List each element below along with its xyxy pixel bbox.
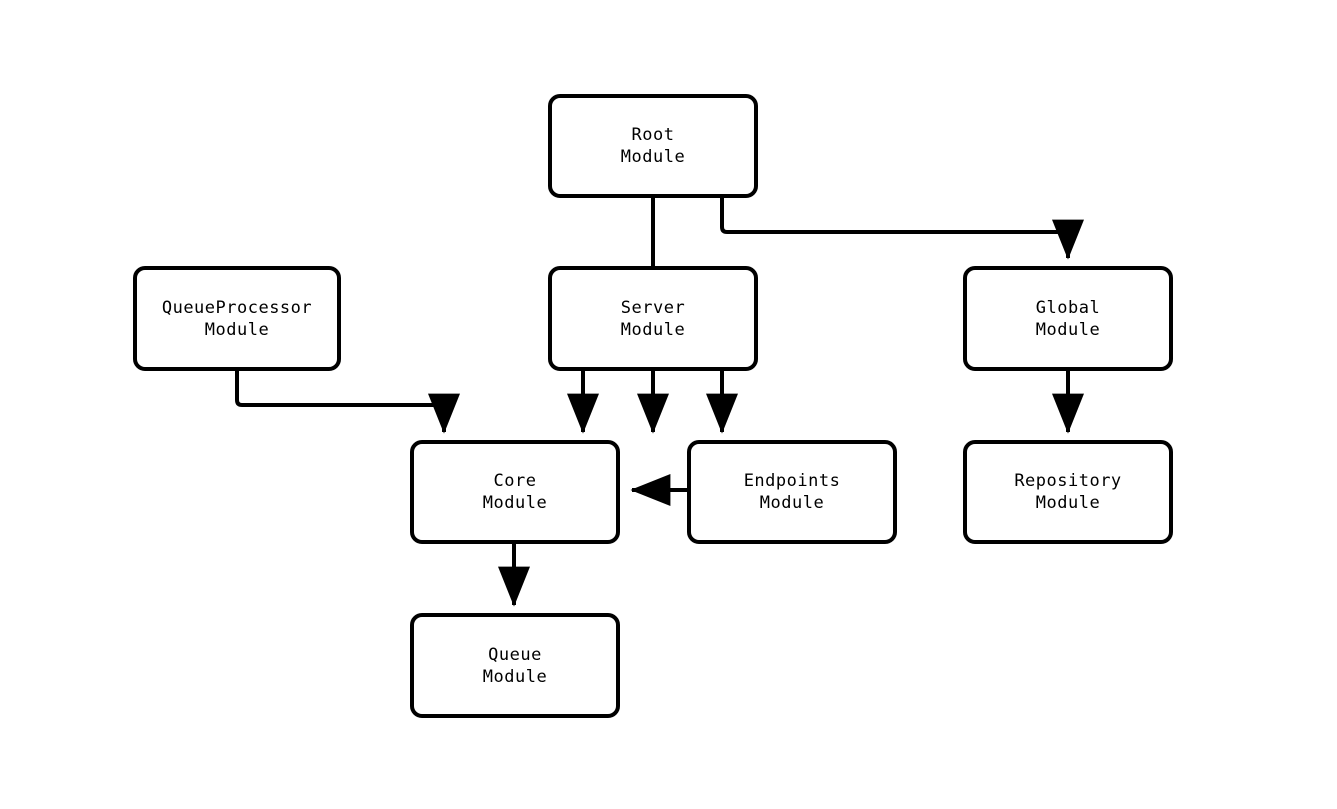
node-core-line1: Core <box>493 471 537 491</box>
node-core-line2: Module <box>482 493 548 513</box>
edge-queueprocessor-to-core <box>235 371 460 434</box>
node-server-line1: Server <box>620 297 686 318</box>
node-queue-line1: Queue <box>488 644 542 665</box>
node-queueprocessor-line2: Module <box>204 319 270 340</box>
node-repository-line2: Module <box>1035 493 1101 513</box>
node-global-line2: Module <box>1035 319 1101 340</box>
node-queue-line2: Module <box>482 666 548 687</box>
node-repository-line1: Repository <box>1014 471 1122 491</box>
edge-root-to-global <box>720 198 1084 260</box>
node-root-line1: Root <box>631 125 675 145</box>
node-endpoints-line1: Endpoints <box>743 471 841 491</box>
node-root-line2: Module <box>620 147 686 167</box>
node-queueprocessor-line1: QueueProcessor <box>161 297 313 318</box>
node-endpoints-line2: Module <box>759 493 825 513</box>
node-server-line2: Module <box>620 319 686 340</box>
node-global-line1: Global <box>1035 297 1101 318</box>
